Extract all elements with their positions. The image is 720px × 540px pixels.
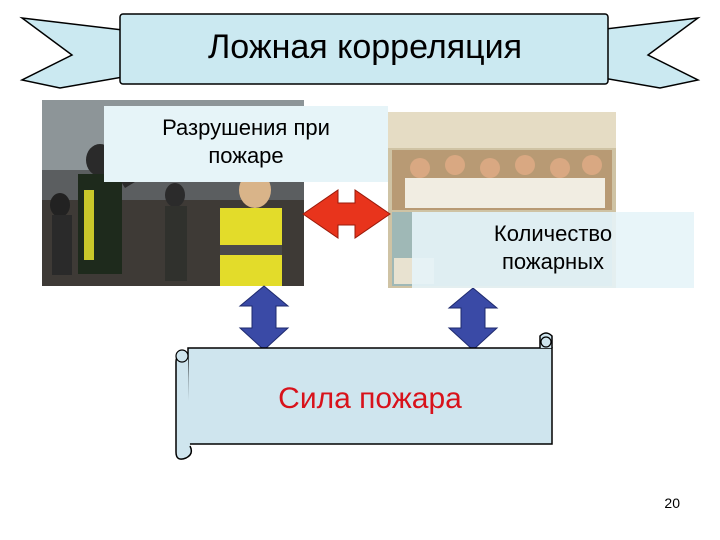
node-fire-intensity: Сила пожара	[190, 382, 550, 416]
cause-arrow-left	[240, 286, 288, 350]
correlation-arrow	[303, 190, 390, 238]
node-firefighter-count-label: Количество пожарных	[468, 220, 638, 276]
node-firefighter-count: Количество пожарных	[412, 212, 694, 288]
node-fire-damage-label: Разрушения при пожаре	[151, 114, 341, 170]
cause-arrow-right	[449, 288, 497, 350]
slide-title: Ложная корреляция	[125, 28, 605, 78]
node-fire-damage: Разрушения при пожаре	[104, 106, 388, 182]
page-number: 20	[640, 495, 680, 511]
